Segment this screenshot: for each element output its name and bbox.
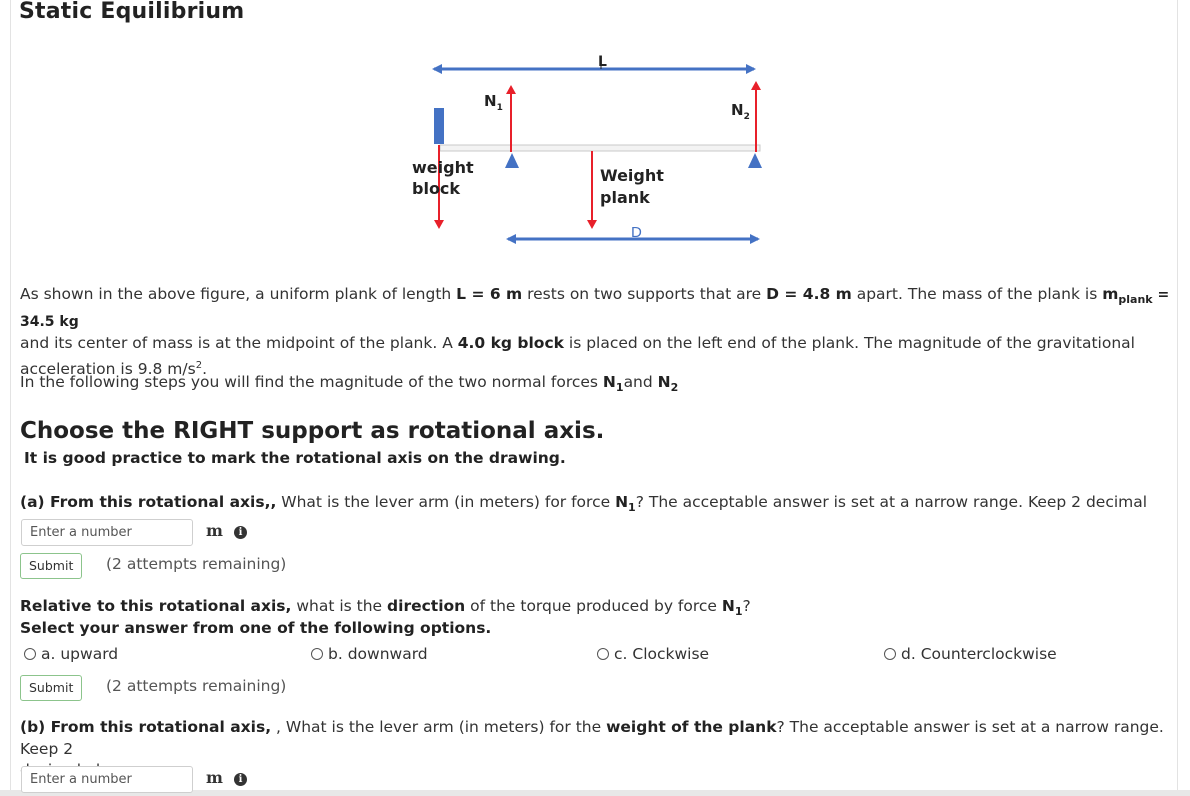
option-c-label: c. Clockwise xyxy=(614,645,710,663)
torque-instruction: Select your answer from one of the follo… xyxy=(20,619,492,637)
part-b-question: (b) From this rotational axis, , What is… xyxy=(20,718,1164,779)
option-b-label: b. downward xyxy=(328,645,428,663)
part-a-answer-input[interactable] xyxy=(21,519,193,546)
part-a-info-icon[interactable]: i xyxy=(234,526,247,539)
section-note: It is good practice to mark the rotation… xyxy=(24,449,566,467)
part-a-attempts: (2 attempts remaining) xyxy=(106,555,287,573)
option-d-label: d. Counterclockwise xyxy=(901,645,1057,663)
option-d[interactable]: d. Counterclockwise xyxy=(884,645,1057,663)
weight-block-label-line1: weight xyxy=(412,158,474,177)
part-a-submit-button[interactable]: Submit xyxy=(20,553,83,579)
weight-block-label-line2: block xyxy=(412,179,460,198)
option-a[interactable]: a. upward xyxy=(24,645,118,663)
left-support xyxy=(505,153,519,168)
option-c-radio[interactable] xyxy=(597,648,609,660)
option-a-radio[interactable] xyxy=(24,648,36,660)
part-a-unit: m xyxy=(206,521,223,540)
weight-block xyxy=(434,108,444,144)
n1-label: N1 xyxy=(484,92,503,113)
equilibrium-figure: L N1 N2 weight block Weight plank D xyxy=(412,55,762,244)
torque-submit-button[interactable]: Submit xyxy=(20,675,83,701)
section-title: Choose the RIGHT support as rotational a… xyxy=(20,418,605,444)
part-b-unit: m xyxy=(206,768,223,787)
right-support xyxy=(748,153,762,168)
weight-plank-label-line2: plank xyxy=(600,188,650,207)
torque-attempts: (2 attempts remaining) xyxy=(106,677,287,695)
option-d-radio[interactable] xyxy=(884,648,896,660)
problem-paragraph-2: In the following steps you will find the… xyxy=(20,373,679,394)
plank xyxy=(439,144,761,152)
n2-label: N2 xyxy=(731,101,750,122)
distance-label: D xyxy=(631,224,642,241)
option-a-label: a. upward xyxy=(41,645,119,663)
length-label: L xyxy=(598,55,607,70)
option-c[interactable]: c. Clockwise xyxy=(597,645,709,663)
option-b[interactable]: b. downward xyxy=(311,645,428,663)
weight-plank-label-line1: Weight xyxy=(600,166,664,185)
problem-paragraph-1: As shown in the above figure, a uniform … xyxy=(20,285,1170,378)
torque-question: Relative to this rotational axis, what i… xyxy=(20,597,751,618)
option-b-radio[interactable] xyxy=(311,648,323,660)
bottom-strip xyxy=(0,790,1190,796)
part-b-answer-input[interactable] xyxy=(21,766,193,793)
page-title: Static Equilibrium xyxy=(19,0,245,24)
part-a-question: (a) From this rotational axis,, What is … xyxy=(20,493,1148,538)
part-b-info-icon[interactable]: i xyxy=(234,773,247,786)
content-frame xyxy=(10,0,1178,792)
